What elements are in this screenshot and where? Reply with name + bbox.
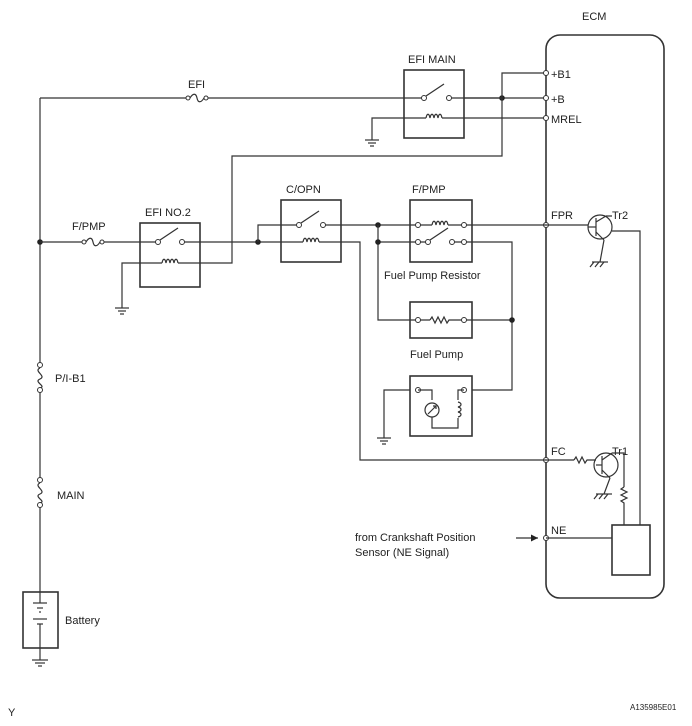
terminal-b1: +B1 (551, 69, 571, 81)
fuel-pump-ground-wire (383, 389, 410, 438)
efi-no2-ground-icon (115, 307, 129, 315)
fpmp-fuse-icon (81, 237, 105, 247)
main-label: MAIN (57, 490, 85, 502)
efi-no2-ground-wire (121, 262, 140, 308)
junction-dot (375, 239, 381, 245)
fpmp-switch-icon (410, 227, 472, 245)
efi-no2-relay (139, 222, 201, 288)
annotation-line2: Sensor (NE Signal) (355, 547, 449, 559)
tr1-control-wire (612, 452, 625, 487)
efi-no2-coil-supply-wire (200, 98, 503, 264)
tr2-control-wire (606, 215, 641, 525)
efi-no2-coil-icon (140, 258, 200, 264)
junction-dot (509, 317, 515, 323)
tr1-pullup-resistor-icon (619, 486, 629, 525)
efi-main-coil-icon (404, 113, 546, 122)
resistor-out-wire (472, 319, 513, 391)
fuel-pump-resistor-label: Fuel Pump Resistor (384, 270, 481, 282)
terminal-fc: FC (551, 446, 566, 458)
annotation-line1: from Crankshaft Position (355, 532, 475, 544)
efi-fuse-icon (185, 93, 209, 103)
pib1-fusible-link (37, 362, 43, 393)
fpmp-switch-out-wire (472, 241, 513, 320)
tr1-transistor-icon (593, 452, 619, 500)
efi-no2-switch-icon (140, 227, 200, 245)
arrow-right-icon (516, 534, 538, 542)
efi-main-relay (403, 69, 465, 139)
battery-label: Battery (65, 615, 100, 627)
fpmp-relay (409, 199, 473, 263)
copn-coil-icon (281, 237, 341, 243)
efi-main-ground-wire (371, 117, 404, 140)
fuel-pump-label: Fuel Pump (410, 349, 463, 361)
copn-switch-feed-wire (257, 224, 281, 242)
tr1-resistor-icon (573, 455, 588, 465)
ecm-logic-block (611, 524, 651, 576)
terminal-fpr: FPR (551, 210, 573, 222)
battery-ground-icon (32, 648, 48, 667)
efi-fuse-label: EFI (188, 79, 205, 91)
footer-left: Y (8, 707, 16, 719)
tr2-transistor-icon (587, 214, 613, 268)
b1-wire (501, 72, 546, 98)
copn-label: C/OPN (286, 184, 321, 196)
efi-no2-label: EFI NO.2 (145, 207, 191, 219)
main-fusible-link (37, 477, 43, 508)
fpmp-coil-feed-wire (377, 225, 410, 243)
footer-right: A135985E01 (630, 703, 677, 712)
terminal-b: +B (551, 94, 565, 106)
terminal-mrel: MREL (551, 114, 582, 126)
resistor-icon (410, 315, 472, 325)
resistor-bypass-wire (377, 242, 410, 321)
tr1-label: Tr1 (612, 446, 628, 458)
fpmp-fuse-label: F/PMP (72, 221, 106, 233)
fc-wire (341, 241, 546, 461)
pib1-label: P/I-B1 (55, 373, 86, 385)
fuel-pump-ground-icon (377, 437, 391, 445)
fuel-pump-icon (415, 387, 467, 429)
efi-main-switch-icon (404, 83, 464, 101)
fpmp-relay-label: F/PMP (412, 184, 446, 196)
copn-relay (280, 199, 342, 263)
fuel-pump (409, 375, 473, 437)
battery-icon (33, 592, 47, 648)
fpmp-coil-icon (410, 220, 472, 228)
efi-main-label: EFI MAIN (408, 54, 456, 66)
copn-switch-icon (281, 210, 341, 228)
tr2-label: Tr2 (612, 210, 628, 222)
ecm-title: ECM (582, 11, 606, 23)
terminal-ne: NE (551, 525, 566, 537)
efi-main-ground-icon (365, 139, 379, 147)
